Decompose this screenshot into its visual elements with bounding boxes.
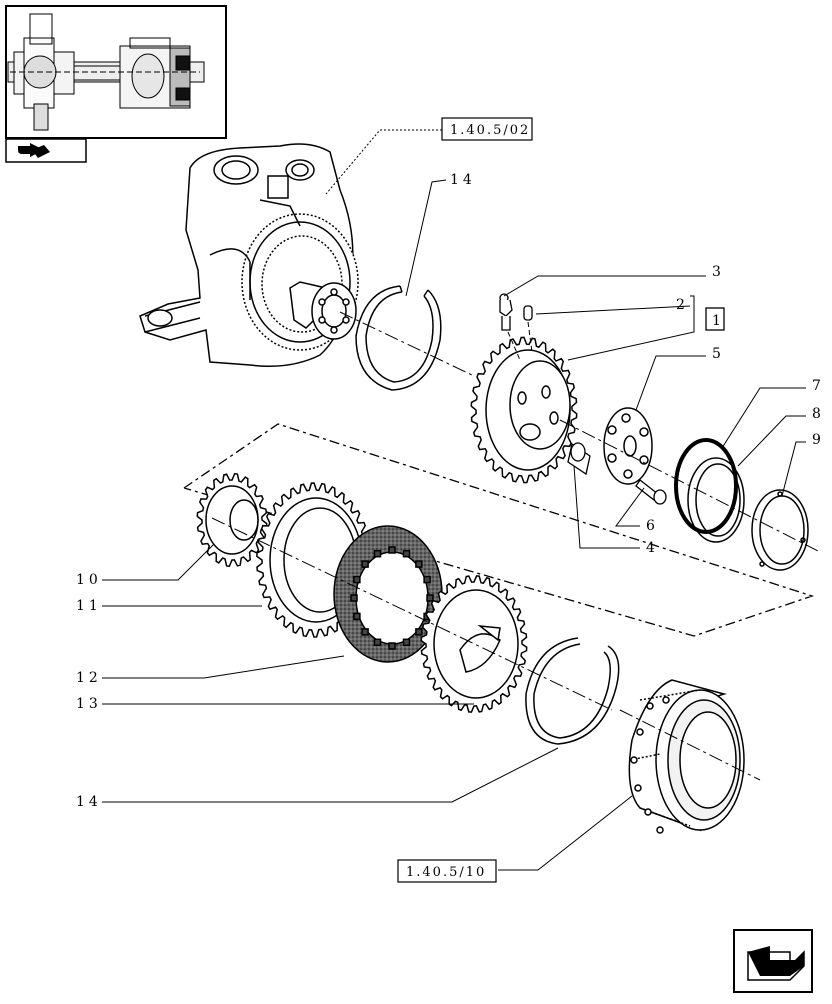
spline-tooth	[373, 638, 382, 647]
callout-8: 8	[812, 406, 821, 422]
callout-1: 1	[712, 313, 721, 329]
ring-gear-disc	[420, 575, 528, 713]
bolt-hole	[636, 728, 644, 736]
snap-ring-top	[355, 285, 442, 391]
svg-text:1.40.5/02: 1.40.5/02	[450, 123, 530, 138]
bolt-hole	[630, 756, 638, 764]
callout-14-top: 14	[450, 172, 476, 188]
bolt-hole	[662, 696, 670, 704]
callout-5: 5	[712, 346, 721, 362]
o-ring	[674, 438, 738, 534]
callout-14-bottom: 14	[76, 794, 102, 810]
spline-tooth	[388, 546, 396, 554]
spline-tooth	[426, 594, 434, 602]
spline-tooth	[361, 628, 369, 636]
callout-7: 7	[812, 378, 821, 394]
reference-box-bottom[interactable]: 1.40.5/10	[397, 859, 497, 883]
callout-6: 6	[646, 518, 655, 534]
leader-lines	[102, 129, 806, 871]
spline-tooth	[388, 642, 396, 650]
bolt-hole	[646, 702, 654, 710]
callout-11: 11	[76, 598, 102, 614]
callout-2: 2	[676, 297, 685, 313]
bolt-hole	[634, 784, 642, 792]
thrust-plate	[603, 407, 653, 485]
planet-pin	[567, 442, 591, 476]
spline-tooth	[402, 638, 411, 647]
spline-tooth	[415, 628, 423, 636]
spline-tooth	[373, 549, 382, 558]
steering-knuckle-housing	[139, 143, 359, 367]
bolt-hole	[656, 826, 664, 834]
spline-tooth	[423, 575, 431, 584]
shim-washer	[751, 489, 809, 571]
snap-ring-bottom	[525, 637, 620, 745]
kit-frame	[183, 423, 815, 637]
seal-ring	[687, 457, 745, 543]
callout-12: 12	[76, 670, 102, 686]
back-arrow-icon[interactable]	[5, 138, 87, 163]
friction-disc	[333, 525, 443, 663]
spline-tooth	[350, 594, 358, 602]
reference-box-top[interactable]: 1.40.5/02	[441, 117, 533, 141]
spline-tooth	[353, 575, 361, 584]
kit-box-1	[705, 307, 725, 331]
planet-carrier-gear	[470, 336, 578, 484]
spline-tooth	[402, 549, 411, 558]
next-page-arrow-icon[interactable]	[733, 929, 813, 993]
spline-tooth	[361, 560, 369, 568]
callout-9: 9	[812, 432, 821, 448]
callout-3: 3	[712, 264, 721, 280]
ring-gear-housing	[628, 679, 745, 834]
bolt-hole	[644, 808, 652, 816]
callout-13: 13	[76, 696, 102, 712]
sun-gear	[196, 472, 268, 568]
grease-fitting	[499, 293, 513, 331]
spline-tooth	[415, 560, 423, 568]
screw	[635, 479, 667, 505]
callout-4: 4	[646, 540, 655, 556]
callout-10: 10	[76, 572, 102, 588]
spline-tooth	[353, 612, 361, 621]
svg-text:1.40.5/10: 1.40.5/10	[406, 865, 486, 880]
axle-thumbnail[interactable]	[5, 5, 227, 139]
dowel-pin	[523, 305, 533, 321]
